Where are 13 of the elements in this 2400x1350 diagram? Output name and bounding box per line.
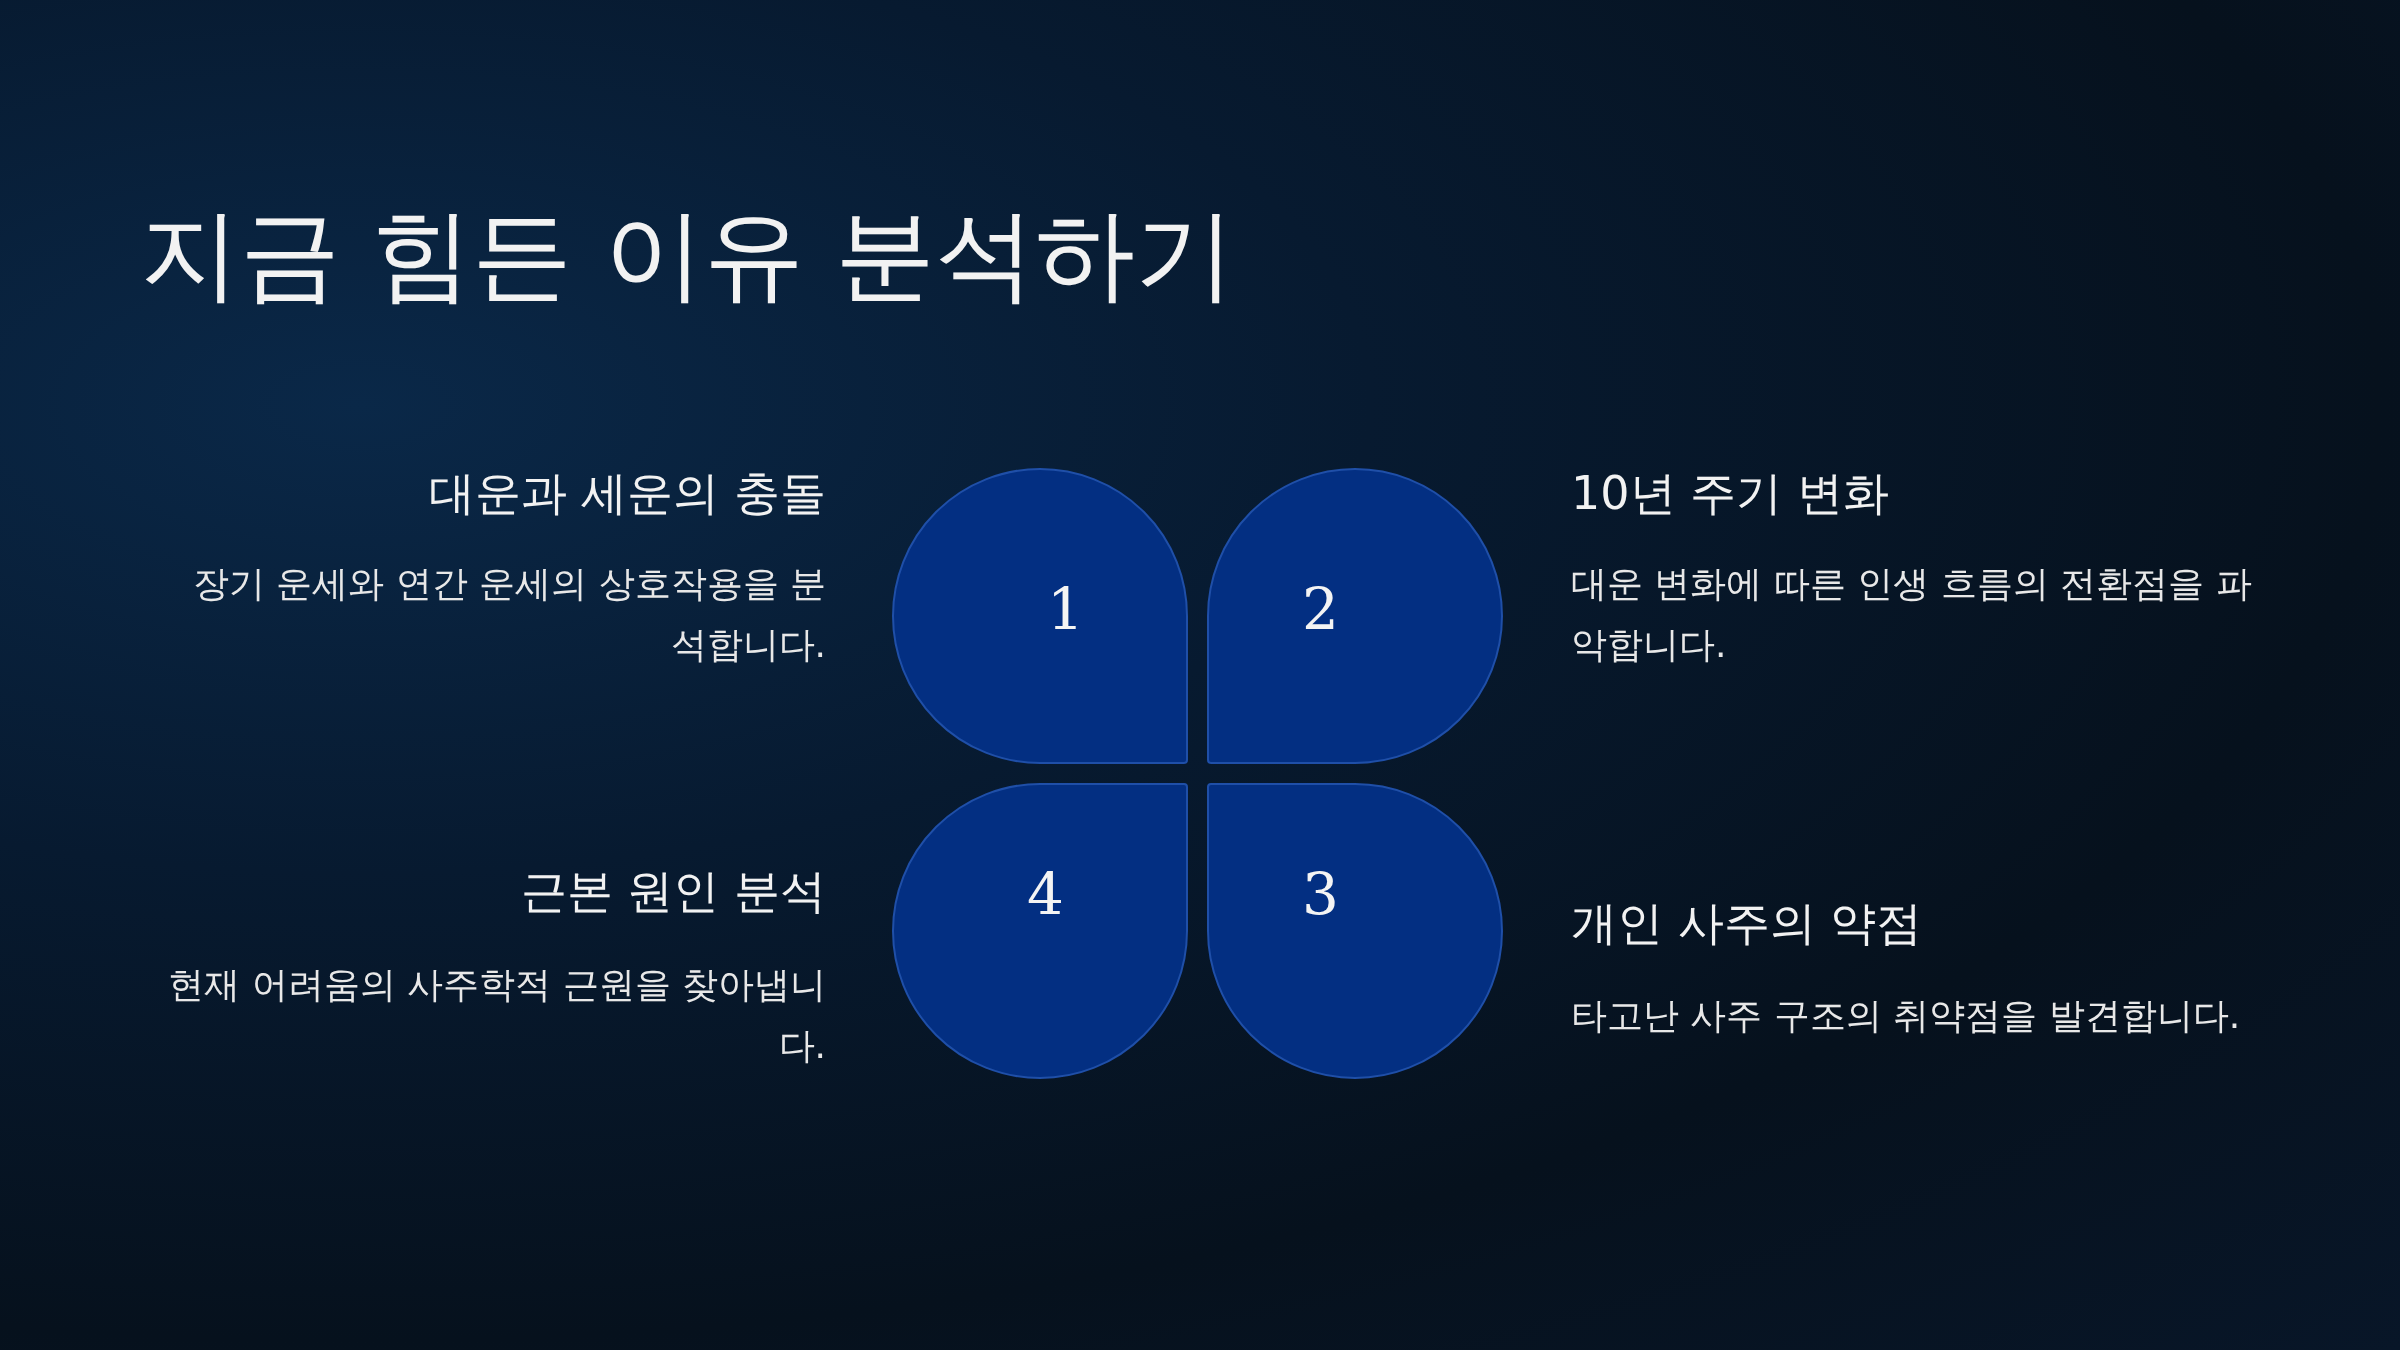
step-number: 1 xyxy=(1047,580,1084,638)
description-text: 대운 변화에 따른 인생 흐름의 전환점을 파악합니다. xyxy=(1571,562,2253,667)
step-number: 2 xyxy=(1302,580,1339,638)
description-text: 장기 운세와 연간 운세의 상호작용을 분석합니다. xyxy=(191,562,826,667)
section-heading: 10년 주기 변화 xyxy=(1571,466,1889,522)
description-text: 타고난 사주 구조의 취약점을 발견합니다. xyxy=(1571,994,2242,1038)
slide-title: 지금 힘든 이유 분석하기 xyxy=(140,200,1236,310)
step-number: 4 xyxy=(1027,865,1064,923)
section-heading: 개인 사주의 약점 xyxy=(1571,896,1923,952)
section-heading: 대운과 세운의 충돌 xyxy=(427,466,826,522)
description-text: 현재 어려움의 사주학적 근원을 찾아냅니다. xyxy=(167,963,826,1068)
section-heading: 근본 원인 분석 xyxy=(519,864,826,920)
step-number: 3 xyxy=(1302,865,1339,923)
